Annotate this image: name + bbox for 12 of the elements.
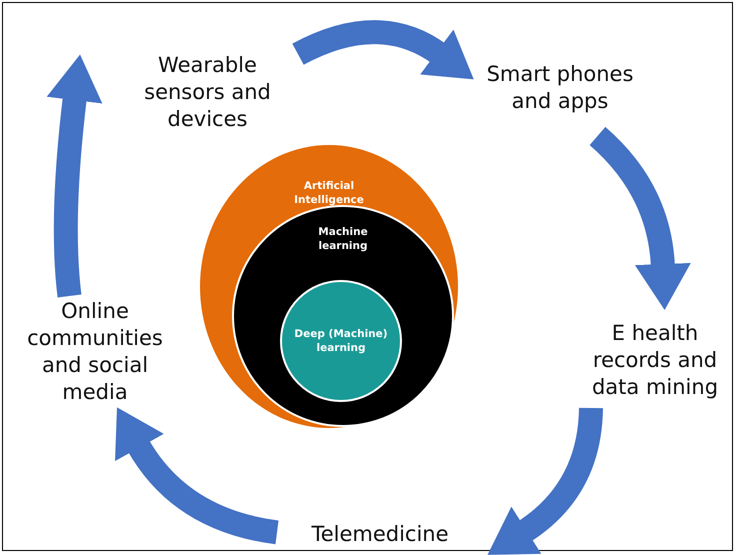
- node-label: Telemedicine: [311, 520, 449, 548]
- node-label: Smart phones and apps: [486, 61, 634, 115]
- circle-label: Artificial Intelligence: [293, 179, 365, 207]
- node-label: Online communities and social media: [26, 298, 164, 406]
- node-label: Wearable sensors and devices: [143, 52, 272, 132]
- node-label: E health records and data mining: [590, 320, 720, 400]
- circle-label: Deep (Machine) learning: [293, 327, 389, 355]
- curved-arrow: [46, 54, 102, 298]
- curved-arrow: [589, 127, 691, 310]
- curved-arrow: [116, 408, 279, 544]
- curved-arrow: [292, 20, 475, 78]
- circle-label: Machine learning: [317, 225, 369, 253]
